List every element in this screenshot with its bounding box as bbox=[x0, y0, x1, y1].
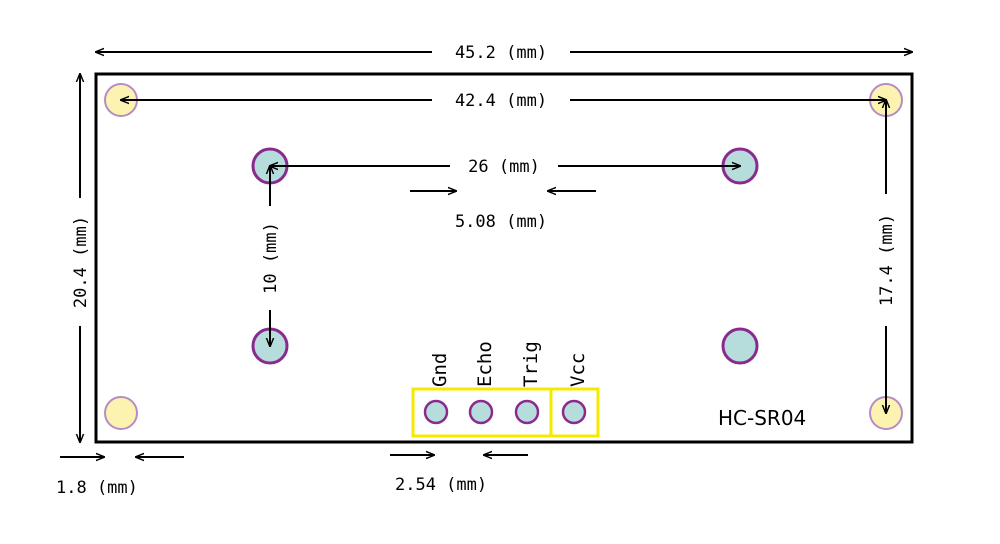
pin-pad-trig bbox=[514, 399, 540, 425]
pin-header: Gnd Echo Trig Vcc bbox=[411, 341, 600, 438]
dim-board-height: 20.4 (mm) bbox=[71, 74, 91, 442]
board-outline bbox=[94, 72, 914, 444]
dim-board-width-label: 45.2 (mm) bbox=[455, 43, 547, 63]
dim-board-height-label: 20.4 (mm) bbox=[71, 216, 91, 308]
dim-mount-hole-spacing-y-label: 17.4 (mm) bbox=[877, 214, 897, 306]
pin-pad-vcc bbox=[561, 399, 587, 425]
model-label: HC-SR04 bbox=[718, 406, 806, 430]
dim-mount-hole-spacing-x-label: 42.4 (mm) bbox=[455, 91, 547, 111]
dim-transducer-pitch: 5.08 (mm) bbox=[410, 191, 596, 232]
dim-pin-pitch: 2.54 (mm) bbox=[390, 455, 528, 495]
dim-board-width: 45.2 (mm) bbox=[96, 43, 912, 63]
pin-header-box bbox=[411, 387, 600, 438]
mounting-hole-bottom-left bbox=[104, 396, 138, 430]
dim-edge-offset: 1.8 (mm) bbox=[56, 457, 184, 498]
dim-transducer-spacing-y-label: 10 (mm) bbox=[261, 222, 281, 294]
pin-pad-echo bbox=[468, 399, 494, 425]
transducer-hole-bottom-right bbox=[721, 327, 759, 365]
pin-pad-gnd bbox=[423, 399, 449, 425]
pin-label-gnd: Gnd bbox=[429, 353, 451, 387]
dim-mount-hole-spacing-x: 42.4 (mm) bbox=[121, 91, 886, 111]
dim-edge-offset-label: 1.8 (mm) bbox=[56, 478, 138, 498]
pin-label-trig: Trig bbox=[520, 341, 542, 387]
pin-label-vcc: Vcc bbox=[567, 353, 589, 387]
dim-pin-pitch-label: 2.54 (mm) bbox=[395, 475, 487, 495]
pin-label-echo: Echo bbox=[474, 341, 496, 387]
dim-transducer-spacing-x: 26 (mm) bbox=[270, 157, 740, 177]
dim-transducer-spacing-y: 10 (mm) bbox=[261, 166, 281, 346]
dim-mount-hole-spacing-y: 17.4 (mm) bbox=[877, 100, 897, 413]
dim-transducer-spacing-x-label: 26 (mm) bbox=[468, 157, 540, 177]
dim-transducer-pitch-label: 5.08 (mm) bbox=[455, 212, 547, 232]
